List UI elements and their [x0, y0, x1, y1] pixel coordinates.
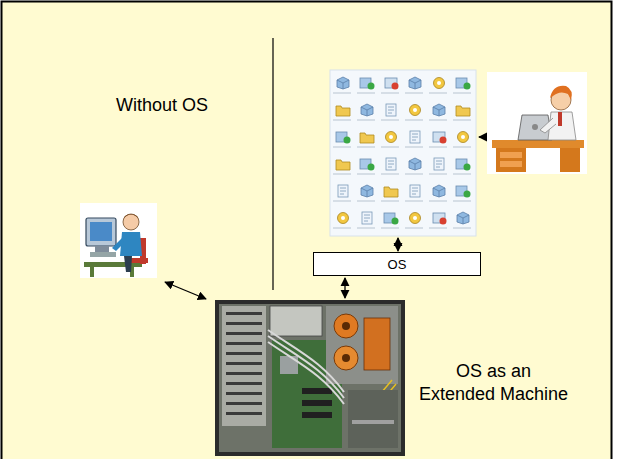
slide-frame — [2, 2, 612, 459]
double-arrow — [165, 282, 206, 299]
box-label: OS — [388, 257, 407, 272]
double-arrow — [397, 238, 398, 251]
double-arrow — [344, 278, 345, 298]
user-without-os-illustration — [80, 203, 157, 278]
slide-caption: OS as an Extended Machine — [417, 360, 570, 405]
slide-caption: Without OS — [116, 94, 208, 117]
os-layer-box: OS — [313, 252, 481, 276]
application-icons-illustration — [330, 70, 476, 236]
user-with-os-illustration — [487, 72, 587, 174]
computer-hardware-illustration — [215, 300, 405, 456]
divider-line — [272, 38, 273, 290]
